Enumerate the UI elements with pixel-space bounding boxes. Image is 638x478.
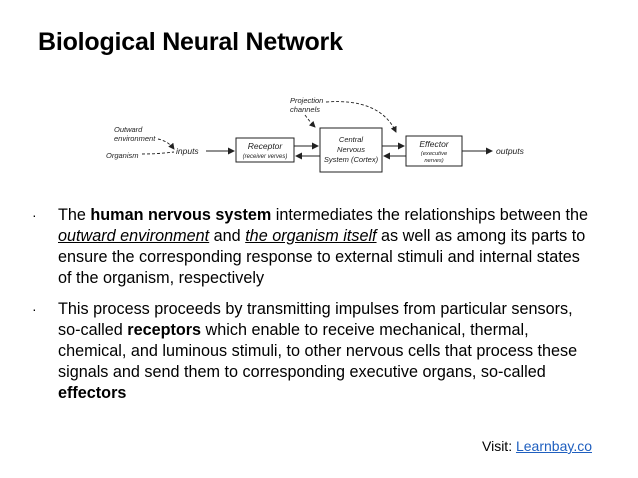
outward-dashed-arrow xyxy=(157,138,175,150)
text-run: as well as among its parts to ensure the… xyxy=(58,227,586,287)
projection-channels-label-1: Projection xyxy=(290,96,323,105)
neural-network-diagram: Outward environment Organism inputs Rece… xyxy=(100,92,540,184)
projection-arrow-right xyxy=(325,101,397,133)
bullet-item-1: · The human nervous system intermediates… xyxy=(30,205,590,289)
outward-environment-label-1: Outward xyxy=(114,125,143,134)
effector-title: Effector xyxy=(419,139,449,149)
diagram-svg: Outward environment Organism inputs Rece… xyxy=(106,96,525,173)
cns-box xyxy=(319,127,383,173)
bold-run: human nervous system xyxy=(90,206,272,224)
effector-sub-1: (executive xyxy=(421,151,448,157)
outputs-label: outputs xyxy=(496,146,525,156)
bullet-mark: · xyxy=(32,207,37,223)
text-run: which enable to receive mechanical, ther… xyxy=(58,321,578,381)
footer-visit: Visit: Learnbay.co xyxy=(482,438,592,454)
projection-channels-label-2: channels xyxy=(290,105,320,114)
bold-run: receptors xyxy=(127,321,202,339)
bullet-mark: · xyxy=(32,301,37,317)
bullet-list: · The human nervous system intermediates… xyxy=(30,205,590,414)
learnbay-link[interactable]: Learnbay.co xyxy=(515,438,592,454)
receptor-sub: (receiver verves) xyxy=(243,154,288,160)
cns-line-2: Nervous xyxy=(337,145,365,154)
cns-line-1: Central xyxy=(339,135,364,144)
bold-run: effectors xyxy=(58,384,127,402)
text-run: intermediates the relationships between … xyxy=(271,206,588,224)
bullet-text-2: This process proceeds by transmitting im… xyxy=(58,299,590,404)
organism-label: Organism xyxy=(106,151,139,160)
receptor-title: Receptor xyxy=(248,141,284,151)
underlined-run: the organism itself xyxy=(245,227,377,245)
effector-box xyxy=(405,135,463,167)
footer-prefix: Visit: xyxy=(482,438,516,454)
underlined-run: outward environment xyxy=(58,227,210,245)
bullet-item-2: · This process proceeds by transmitting … xyxy=(30,299,590,404)
slide-title: Biological Neural Network xyxy=(38,28,343,56)
text-run: The xyxy=(58,206,91,224)
outward-environment-label-2: environment xyxy=(114,134,156,143)
projection-arrow-left xyxy=(304,114,316,128)
bullet-text-1: The human nervous system intermediates t… xyxy=(58,205,590,289)
text-run: and xyxy=(209,227,246,245)
cns-line-3: System (Cortex) xyxy=(324,155,379,164)
text-run: This process proceeds by transmitting im… xyxy=(58,300,573,339)
receptor-box xyxy=(235,137,295,163)
organism-dashed-line xyxy=(141,151,175,155)
inputs-label: inputs xyxy=(176,146,199,156)
effector-sub-2: nerves) xyxy=(424,158,443,164)
